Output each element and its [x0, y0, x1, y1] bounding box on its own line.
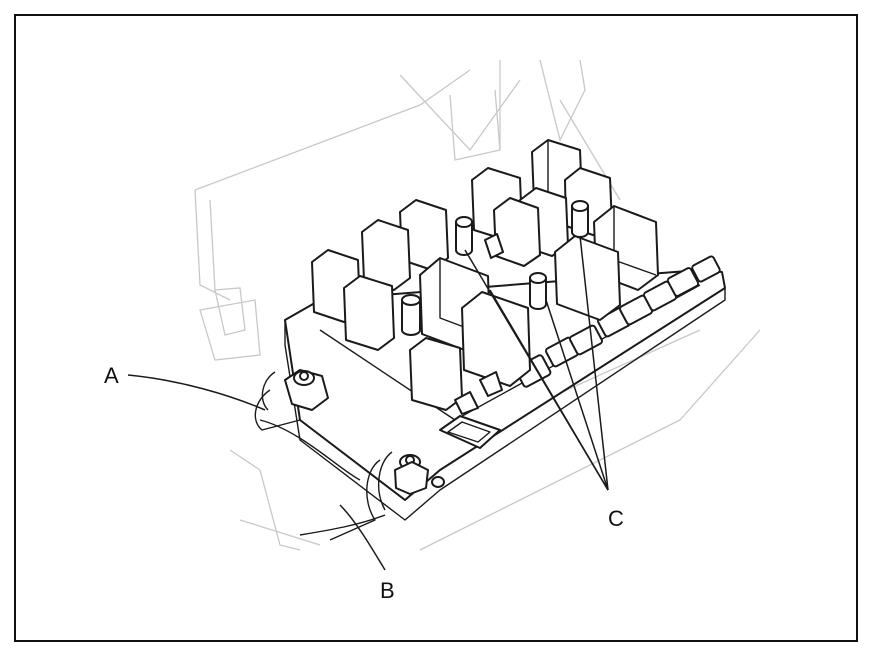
relay-group	[311, 139, 659, 449]
fuse-row	[514, 255, 721, 388]
callout-b-label: B	[380, 578, 395, 603]
callout-c-label: C	[608, 506, 624, 531]
mounting-bolts	[401, 200, 589, 336]
cable-terminals	[254, 369, 445, 541]
callout-a-label: A	[104, 363, 119, 388]
callout-leaders	[127, 235, 609, 571]
